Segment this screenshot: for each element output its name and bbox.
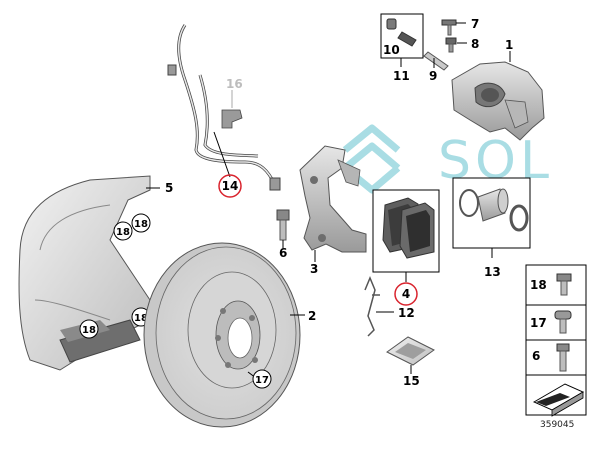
- callout-12: 12: [398, 306, 415, 320]
- leader-14: [213, 131, 231, 178]
- bleed-valve: [445, 37, 457, 53]
- callout-3: 3: [310, 262, 318, 276]
- svg-text:17: 17: [255, 375, 269, 386]
- pad-sheet: [386, 336, 435, 366]
- hose-bracket: [221, 90, 243, 129]
- legend-arrow-icon: [532, 383, 585, 417]
- guide-sleeve: [386, 18, 417, 47]
- callout-4: 4: [402, 287, 410, 301]
- highlight-ring-14: [218, 174, 242, 198]
- diagram-reference-number: 359045: [540, 420, 574, 430]
- caliper-carrier: [299, 145, 367, 253]
- callout-11: 11: [393, 69, 410, 83]
- callout-10: 10: [383, 43, 400, 57]
- shield-bolt-ref-2: 18: [131, 213, 151, 233]
- brake-hose: [167, 24, 281, 191]
- legend-label-18: 18: [530, 278, 547, 292]
- svg-text:18: 18: [134, 219, 148, 230]
- callout-16: 16: [226, 77, 243, 91]
- callout-14: 14: [222, 179, 239, 193]
- svg-text:18: 18: [116, 227, 130, 238]
- bleed-screw: [441, 19, 457, 36]
- svg-text:18: 18: [134, 313, 148, 324]
- disc-screw-ref: 17: [247, 369, 272, 389]
- callout-1: 1: [505, 38, 513, 52]
- caliper-bolt: [276, 209, 290, 241]
- shield-bolt-ref-3: 18: [79, 319, 99, 339]
- pad-spring-clip: [364, 276, 380, 337]
- guide-pin: [423, 51, 449, 71]
- fastener-legend: 18 17 6: [525, 264, 587, 417]
- dust-shield: [18, 175, 151, 371]
- svg-text:18: 18: [82, 325, 96, 336]
- piston-kit: [459, 188, 529, 232]
- legend-screw-17-icon: [554, 310, 572, 334]
- legend-label-17: 17: [530, 316, 547, 330]
- legend-label-6: 6: [532, 349, 540, 363]
- highlight-ring-4: [394, 282, 418, 306]
- legend-screw-18-icon: [556, 273, 572, 296]
- callout-9: 9: [429, 69, 437, 83]
- brake-pads: [382, 197, 435, 259]
- callout-7: 7: [471, 17, 479, 31]
- callout-5: 5: [165, 181, 173, 195]
- callout-13: 13: [484, 265, 501, 279]
- brake-disc: [143, 242, 301, 428]
- brake-caliper: [451, 61, 545, 141]
- legend-bolt-6-icon: [556, 343, 570, 372]
- callout-15: 15: [403, 374, 420, 388]
- shield-bolt-ref-1: 18: [113, 221, 133, 241]
- callout-6: 6: [279, 246, 287, 260]
- callout-2: 2: [308, 309, 316, 323]
- callout-8: 8: [471, 37, 479, 51]
